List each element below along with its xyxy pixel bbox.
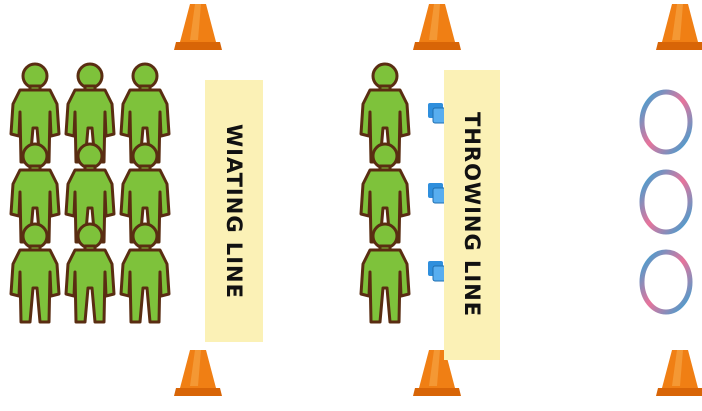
throwing-line-text: THROWING LINE [460, 112, 484, 317]
traffic-cone-icon [656, 4, 702, 50]
traffic-cone-icon [174, 4, 222, 50]
traffic-cone-icon [174, 350, 222, 396]
hoop-icon [642, 92, 690, 152]
traffic-cone-icon [413, 4, 461, 50]
person-icon [11, 224, 59, 322]
person-icon [66, 224, 114, 322]
traffic-cone-icon [656, 350, 702, 396]
hoop-icon [642, 172, 690, 232]
waiting-line-text: WIATING LINE [222, 124, 246, 299]
person-icon [121, 224, 169, 322]
hoop-icon [642, 252, 690, 312]
person-icon [361, 224, 409, 322]
throwing-line-label: THROWING LINE [444, 70, 500, 360]
waiting-line-label: WIATING LINE [205, 80, 263, 342]
